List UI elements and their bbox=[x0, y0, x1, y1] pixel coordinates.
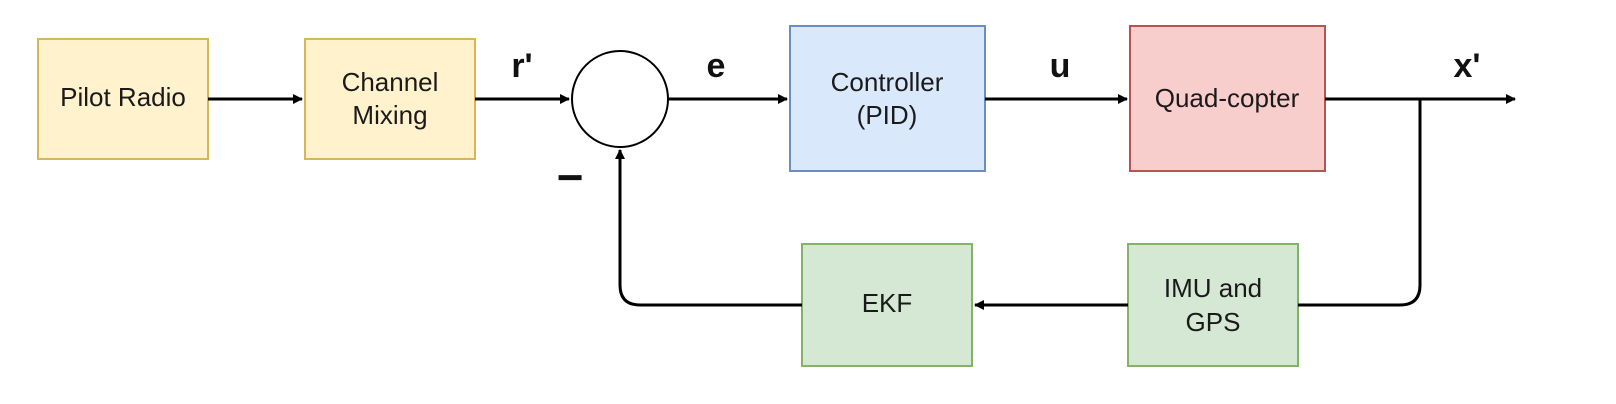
summing-junction bbox=[571, 50, 669, 148]
imu-gps-label-line2: GPS bbox=[1186, 307, 1241, 337]
pilot-radio-box bbox=[37, 38, 209, 160]
quadcopter-label: Quad-copter bbox=[1155, 83, 1300, 113]
ekf-to-junction-arrow bbox=[615, 149, 802, 307]
channel-mixing-label-line1: Channel bbox=[342, 67, 439, 97]
channel-mixing-label-line2: Mixing bbox=[352, 100, 427, 130]
error-signal-label: e bbox=[707, 47, 726, 85]
output-signal-label: x' bbox=[1454, 47, 1481, 85]
channel-mixing-block: Channel Mixing bbox=[304, 38, 476, 160]
controller-block: Controller (PID) bbox=[789, 25, 986, 172]
ekf-box bbox=[801, 243, 973, 367]
imu-gps-box bbox=[1127, 243, 1299, 367]
controller-label-line1: Controller bbox=[831, 67, 944, 97]
imu-gps-label-line1: IMU and bbox=[1164, 273, 1262, 303]
ekf-block: EKF bbox=[801, 243, 973, 367]
control-signal-label: u bbox=[1050, 47, 1071, 85]
pilot-radio-block: Pilot Radio bbox=[37, 38, 209, 160]
negative-feedback-sign: − bbox=[557, 151, 584, 203]
pilot-radio-label: Pilot Radio bbox=[60, 82, 186, 112]
controller-label-line2: (PID) bbox=[857, 100, 918, 130]
quadcopter-block: Quad-copter bbox=[1129, 25, 1326, 172]
quadcopter-box bbox=[1129, 25, 1326, 172]
channel-mixing-box bbox=[304, 38, 476, 160]
output-to-imu-line bbox=[1298, 99, 1422, 307]
ekf-label: EKF bbox=[862, 288, 913, 318]
controller-box bbox=[789, 25, 986, 172]
imu-gps-block: IMU and GPS bbox=[1127, 243, 1299, 367]
reference-signal-label: r' bbox=[511, 47, 532, 85]
